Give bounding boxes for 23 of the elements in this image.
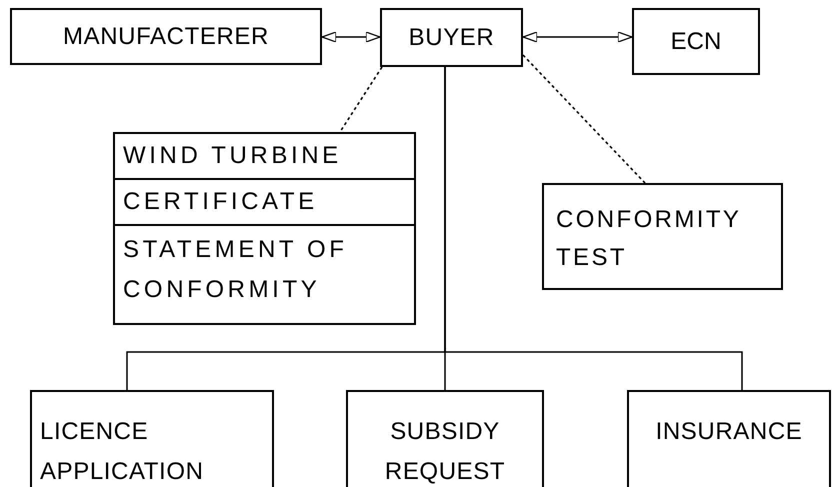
box-label: LICENCE APPLICATION [40, 417, 205, 487]
box-label: INSURANCE [656, 417, 802, 447]
box-label: ECN [670, 26, 722, 56]
certificate-box [113, 132, 416, 325]
process-box [542, 183, 783, 290]
box-label: MANUFACTERER [63, 22, 269, 52]
process-box [380, 8, 523, 67]
dotted-connector [522, 54, 646, 184]
double-arrow [321, 31, 381, 43]
box-label: CONFORMITY TEST [556, 205, 742, 273]
dotted-connector [339, 66, 383, 132]
box-text: STATEMENT OF CONFORMITY [123, 236, 348, 303]
process-box [30, 390, 274, 487]
process-box [10, 8, 322, 65]
process-box [346, 390, 544, 487]
process-box [627, 390, 831, 487]
process-box [632, 8, 760, 75]
box-label: SUBSIDY REQUEST [384, 417, 506, 487]
box-text: CERTIFICATE [123, 188, 318, 215]
connector-line [444, 67, 743, 390]
box-label: BUYER [408, 22, 494, 52]
box-heading: WIND TURBINE [123, 142, 342, 169]
double-arrow [522, 31, 633, 43]
